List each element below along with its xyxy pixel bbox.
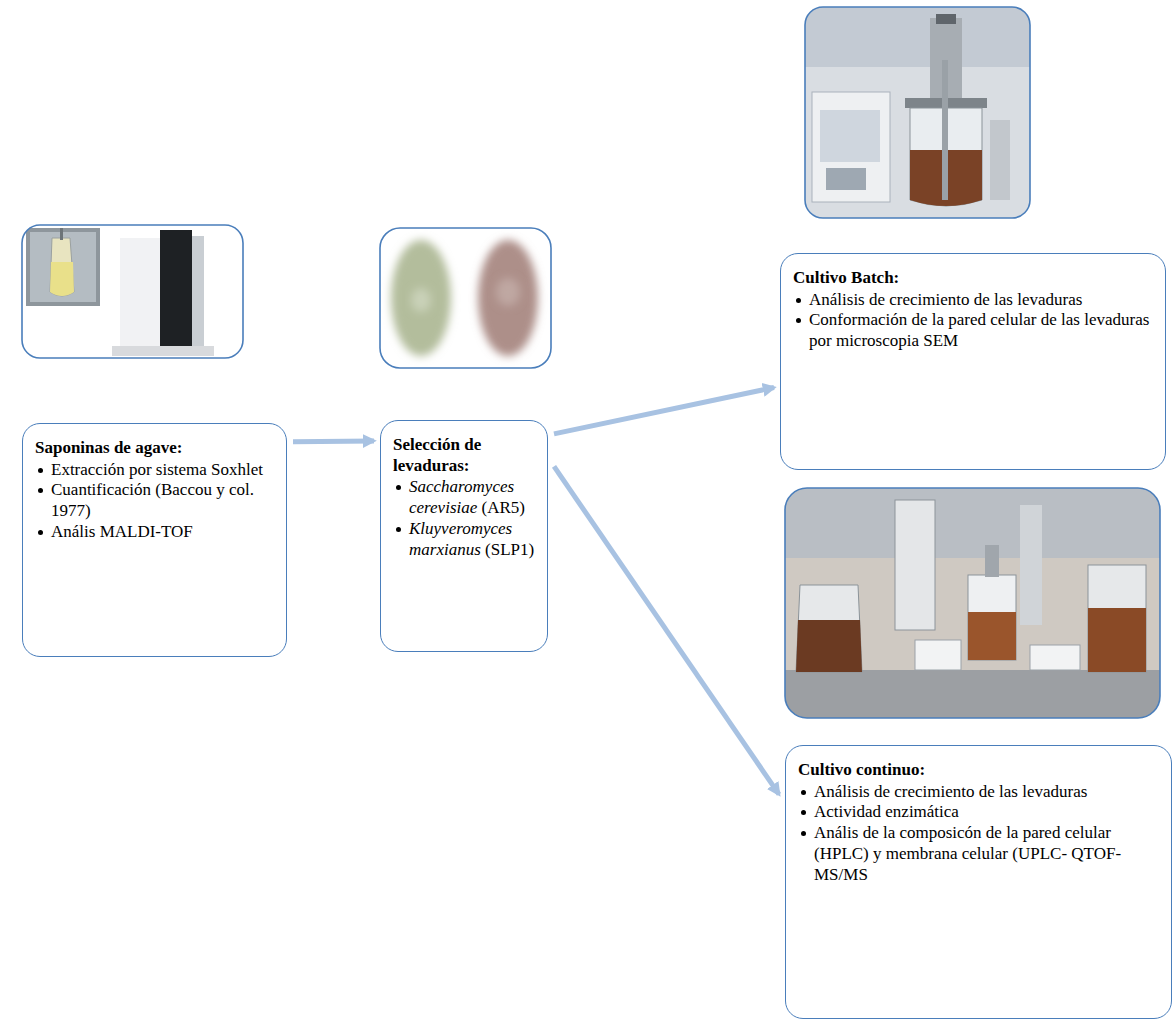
bullet-dot (38, 488, 43, 493)
flow-arrow (293, 438, 374, 444)
bullet-row: Análisis de crecimiento de las levaduras (798, 782, 1159, 803)
box-heading: Cultivo continuo: (798, 760, 1159, 781)
photo-frame (22, 225, 243, 358)
bullet-dot (396, 485, 401, 490)
bullet-row: Conformación de la pared celular de las … (793, 310, 1153, 351)
bullet-dot (38, 468, 43, 473)
batch-bioreactor-photo (805, 7, 1030, 218)
bullet-text: Extracción por sistema Soxhlet (51, 460, 274, 481)
bullet-row: Análisis de crecimiento de las levaduras (793, 290, 1153, 311)
bullet-text: Conformación de la pared celular de las … (809, 310, 1153, 351)
bullet-row: Kluyveromyces marxianus (SLP1) (393, 519, 535, 560)
bullet-text: Saccharomyces cerevisiae (AR5) (409, 477, 535, 518)
bullet-row: Anális de la composicón de la pared celu… (798, 823, 1159, 885)
box-heading: Cultivo Batch: (793, 268, 1153, 289)
flow-arrow (554, 388, 774, 434)
flow-arrow (554, 466, 779, 794)
bullet-text: Actividad enzimática (814, 802, 1159, 823)
bullet-text: Kluyveromyces marxianus (SLP1) (409, 519, 535, 560)
bullet-row: Cuantificación (Baccou y col. 1977) (35, 480, 274, 521)
continuous-culture-photo (785, 488, 1160, 718)
bullet-text: Análisis de crecimiento de las levaduras (814, 782, 1159, 803)
bullet-text: Cuantificación (Baccou y col. 1977) (51, 480, 274, 521)
box-heading: Saponinas de agave: (35, 438, 274, 459)
yeast-colonies (380, 228, 551, 368)
soxhlet-photo (22, 225, 243, 358)
photo-frame (380, 228, 551, 368)
photo-frame (785, 488, 1160, 718)
bullet-row: Anális MALDI-TOF (35, 522, 274, 543)
text-box: Cultivo continuo:Análisis de crecimiento… (785, 745, 1172, 1019)
bullet-dot (796, 318, 801, 323)
bullet-dot (38, 530, 43, 535)
bullet-dot (801, 810, 806, 815)
text-box: Cultivo Batch:Análisis de crecimiento de… (780, 253, 1166, 470)
bullet-dot (801, 790, 806, 795)
text-box: Selección de levaduras:Saccharomyces cer… (380, 420, 548, 652)
bullet-dot (796, 298, 801, 303)
box-heading: Selección de levaduras: (393, 435, 535, 476)
bullet-dot (801, 831, 806, 836)
bullet-row: Saccharomyces cerevisiae (AR5) (393, 477, 535, 518)
text-box: Saponinas de agave:Extracción por sistem… (22, 423, 287, 657)
photo-frame (805, 7, 1030, 218)
bullet-text: Análisis de crecimiento de las levaduras (809, 290, 1153, 311)
bullet-dot (396, 527, 401, 532)
bullet-row: Extracción por sistema Soxhlet (35, 460, 274, 481)
bullet-text: Anális de la composicón de la pared celu… (814, 823, 1159, 885)
bullet-text: Anális MALDI-TOF (51, 522, 274, 543)
bullet-row: Actividad enzimática (798, 802, 1159, 823)
